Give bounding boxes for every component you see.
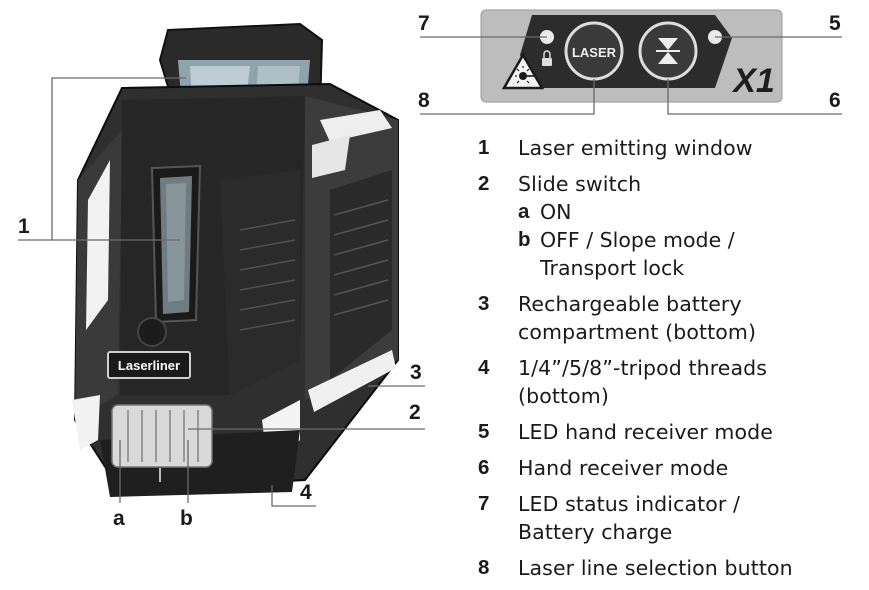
slide-switch[interactable] xyxy=(111,404,213,468)
leader-8 xyxy=(420,79,595,115)
legend-item-7: 7 LED status indicator / Battery charge xyxy=(478,490,863,546)
legend-text: Laser emitting window xyxy=(518,136,753,160)
callout-labels: 1 2 3 4 5 6 7 8 a b xyxy=(18,12,841,530)
legend-num: 2 xyxy=(478,172,490,195)
legend-text: Slide switch xyxy=(518,172,642,196)
legend-text: Hand receiver mode xyxy=(518,456,729,480)
legend-text: Rechargeable battery compartment (bottom… xyxy=(518,292,757,344)
brand-logo: Laserliner xyxy=(118,358,180,373)
legend-num: 1 xyxy=(478,136,490,159)
control-panel: LASER X1 xyxy=(480,9,783,103)
leader-4 xyxy=(271,485,316,507)
laser-button-label: LASER xyxy=(572,45,617,60)
callout-a: a xyxy=(113,507,125,530)
callout-4: 4 xyxy=(300,481,312,504)
legend-item-5: 5 LED hand receiver mode xyxy=(478,418,863,446)
legend-text: 1/4”/5/8”-tripod threads (bottom) xyxy=(518,356,768,408)
legend-text: LED hand receiver mode xyxy=(518,420,773,444)
leader-lines xyxy=(18,36,842,507)
legend-num: 8 xyxy=(478,556,490,579)
hand-receiver-icon xyxy=(656,38,680,64)
laser-warning-icon xyxy=(501,52,545,90)
legend-sub-text: ON xyxy=(540,200,572,224)
callout-2: 2 xyxy=(409,401,421,424)
legend-num: 7 xyxy=(478,492,490,515)
model-label: X1 xyxy=(731,62,775,100)
legend-num: 4 xyxy=(478,356,490,379)
legend-item-4: 4 1/4”/5/8”-tripod threads (bottom) xyxy=(478,354,863,410)
legend-text: Laser line selection button xyxy=(518,556,793,580)
legend-subitem-a: a ON xyxy=(518,198,863,226)
leader-6 xyxy=(667,79,842,115)
leader-1 xyxy=(18,77,186,241)
legend-num: 3 xyxy=(478,292,490,315)
legend-subitem-b: b OFF / Slope mode / Transport lock xyxy=(518,226,863,282)
laser-level-device: Laserliner xyxy=(72,22,399,497)
legend-sub-key: b xyxy=(518,228,531,251)
left-reflector xyxy=(86,160,110,330)
callout-3: 3 xyxy=(410,361,422,384)
legend-item-1: 1 Laser emitting window xyxy=(478,134,863,162)
legend-text: LED status indicator / Battery charge xyxy=(518,492,741,544)
callout-8: 8 xyxy=(418,89,430,112)
legend-item-8: 8 Laser line selection button xyxy=(478,554,863,582)
device-diagram: Laserliner xyxy=(18,9,842,530)
callout-b: b xyxy=(180,507,193,530)
legend-sub-text: OFF / Slope mode / Transport lock xyxy=(540,228,735,280)
legend: 1 Laser emitting window 2 Slide switch a… xyxy=(478,134,863,590)
callout-5: 5 xyxy=(829,12,841,35)
callout-6: 6 xyxy=(829,89,841,112)
lock-icon xyxy=(542,50,552,66)
legend-sub-key: a xyxy=(518,200,530,223)
legend-item-6: 6 Hand receiver mode xyxy=(478,454,863,482)
legend-num: 6 xyxy=(478,456,490,479)
callout-1: 1 xyxy=(18,215,30,238)
legend-num: 5 xyxy=(478,420,490,443)
callout-7: 7 xyxy=(418,12,430,35)
legend-item-2: 2 Slide switch a ON b OFF / Slope mode /… xyxy=(478,170,863,282)
legend-item-3: 3 Rechargeable battery compartment (bott… xyxy=(478,290,863,346)
